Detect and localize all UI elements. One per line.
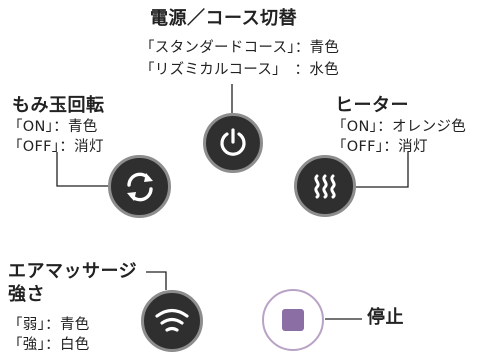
kneading-button[interactable] <box>108 155 171 218</box>
heater-button[interactable] <box>294 155 356 217</box>
air-connector <box>146 271 167 290</box>
stop-label: 停止 <box>367 307 404 328</box>
air-desc-line1: 「弱」：青色 <box>8 317 90 333</box>
rotate-icon <box>126 172 153 201</box>
kneading-title: もみ玉回転 <box>12 95 105 116</box>
air-strength-button[interactable] <box>141 290 203 352</box>
heater-desc-line1: 「ON」：オレンジ色 <box>332 119 467 135</box>
heat-icon <box>314 174 336 199</box>
kneading-desc-line1: 「ON」：青色 <box>8 119 98 135</box>
air-title-line1: エアマッサージ <box>8 261 138 282</box>
heater-title: ヒーター <box>335 95 409 116</box>
kneading-connector <box>56 152 108 187</box>
heater-desc-line2: 「OFF」：消灯 <box>332 139 428 155</box>
power-desc-line1: 「スタンダードコース」：青色 <box>140 40 340 56</box>
power-title: 電源／コース切替 <box>150 8 298 29</box>
power-desc-line2: 「リズミカルコース」 ：水色 <box>140 62 339 78</box>
power-icon <box>220 128 246 156</box>
kneading-desc-line2: 「OFF」：消灯 <box>8 139 104 155</box>
air-desc-line2: 「強」：白色 <box>8 337 90 353</box>
power-button[interactable] <box>203 113 263 173</box>
stop-icon <box>282 309 304 331</box>
heater-connector <box>354 151 409 188</box>
air-wave-icon <box>155 308 189 332</box>
stop-button[interactable] <box>262 289 324 351</box>
air-title-line2: 強さ <box>8 284 45 305</box>
